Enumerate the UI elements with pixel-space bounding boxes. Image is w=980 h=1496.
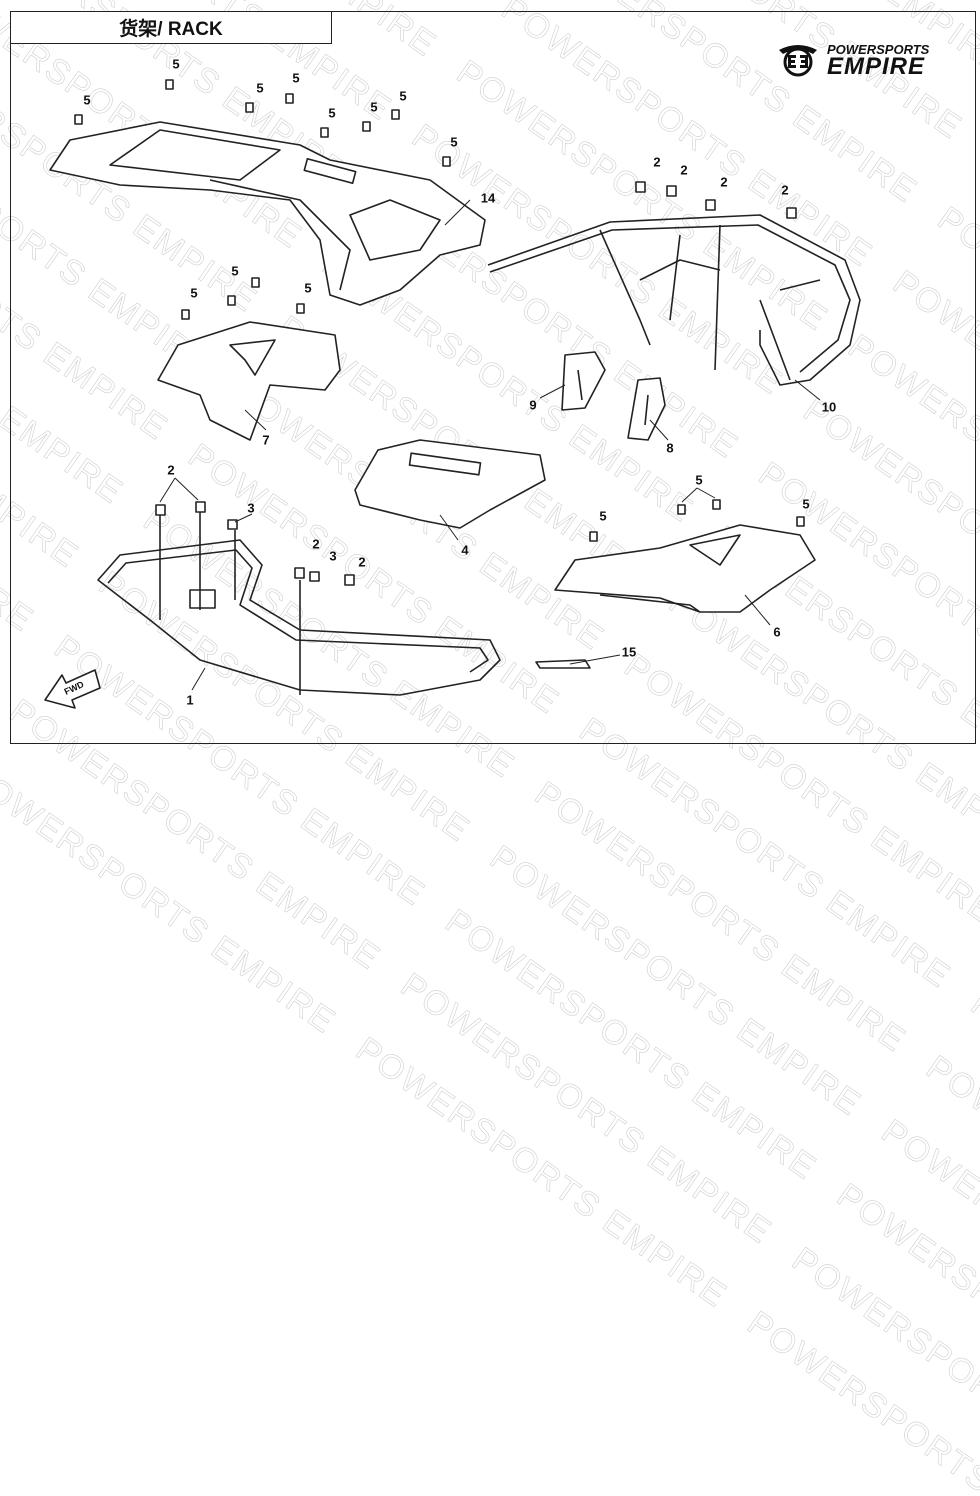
callout-4: 4 [461,542,469,558]
callout-5: 5 [450,134,458,150]
callout-3: 3 [247,500,255,516]
callout-9: 9 [529,397,537,413]
callout-8: 8 [666,440,674,456]
callout-5: 5 [231,263,239,279]
callout-5: 5 [190,285,198,301]
callout-2: 2 [653,154,661,170]
callout-1: 1 [186,692,194,708]
callout-5: 5 [256,80,264,96]
rear-rack-frame [487,214,861,386]
callout-2: 2 [720,174,728,190]
callout-10: 10 [821,399,837,415]
callout-3: 3 [329,548,337,564]
decal-15 [535,659,591,669]
bolt-icons [74,79,805,586]
drawing-frame [10,11,976,744]
callout-2: 2 [680,162,688,178]
callout-14: 14 [480,190,496,206]
fwd-arrow-icon [44,669,101,709]
callout-5: 5 [370,99,378,115]
callout-2: 2 [312,536,320,552]
callout-5: 5 [599,508,607,524]
callout-5: 5 [304,280,312,296]
callout-5: 5 [695,472,703,488]
front-rack-cover [49,121,486,306]
bracket-8 [627,377,666,441]
brand-logo: POWERSPORTS EMPIRE [775,42,929,78]
rear-rack-cover [554,524,816,613]
callout-6: 6 [773,624,781,640]
callout-2: 2 [781,182,789,198]
bracket-9 [561,351,606,411]
callout-5: 5 [802,496,810,512]
callout-5: 5 [83,92,91,108]
front-rack-frame [97,510,501,696]
empire-emblem-icon [779,45,817,77]
callout-15: 15 [621,644,637,660]
callout-5: 5 [328,105,336,121]
seat-cover [354,439,546,529]
callout-2: 2 [358,554,366,570]
callout-5: 5 [399,88,407,104]
callout-2: 2 [167,462,175,478]
leader-lines [159,199,821,691]
mid-rack-cover [157,321,341,441]
page-title: 货架/ RACK [10,11,332,44]
callout-7: 7 [262,432,270,448]
callout-5: 5 [292,70,300,86]
logo-line1: POWERSPORTS [827,41,930,57]
logo-line2: EMPIRE [827,52,926,80]
callout-5: 5 [172,56,180,72]
